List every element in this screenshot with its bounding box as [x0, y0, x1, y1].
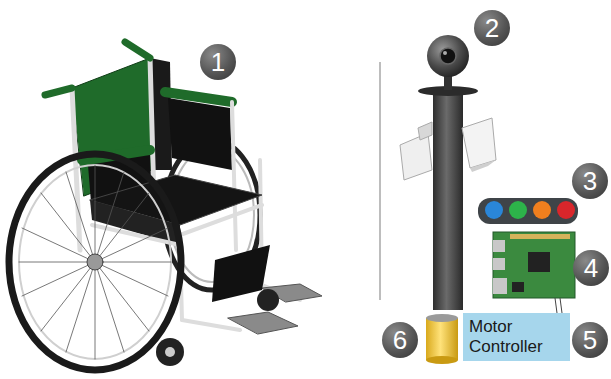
separator-line — [379, 62, 381, 300]
callout-number: 3 — [572, 163, 608, 199]
callout-number: 2 — [474, 10, 510, 46]
single-board-computer — [493, 232, 575, 313]
button-panel — [478, 198, 578, 224]
box-label: Motor Controller — [469, 317, 564, 357]
motor — [426, 314, 458, 364]
wheelchair — [9, 42, 322, 370]
callout-number: 5 — [572, 322, 608, 358]
callout-number: 6 — [382, 322, 418, 358]
callout-number: 4 — [573, 250, 609, 286]
callout-number: 1 — [200, 44, 236, 80]
controller-box: Motor Controller — [463, 313, 570, 361]
sensor-pole — [400, 35, 496, 310]
